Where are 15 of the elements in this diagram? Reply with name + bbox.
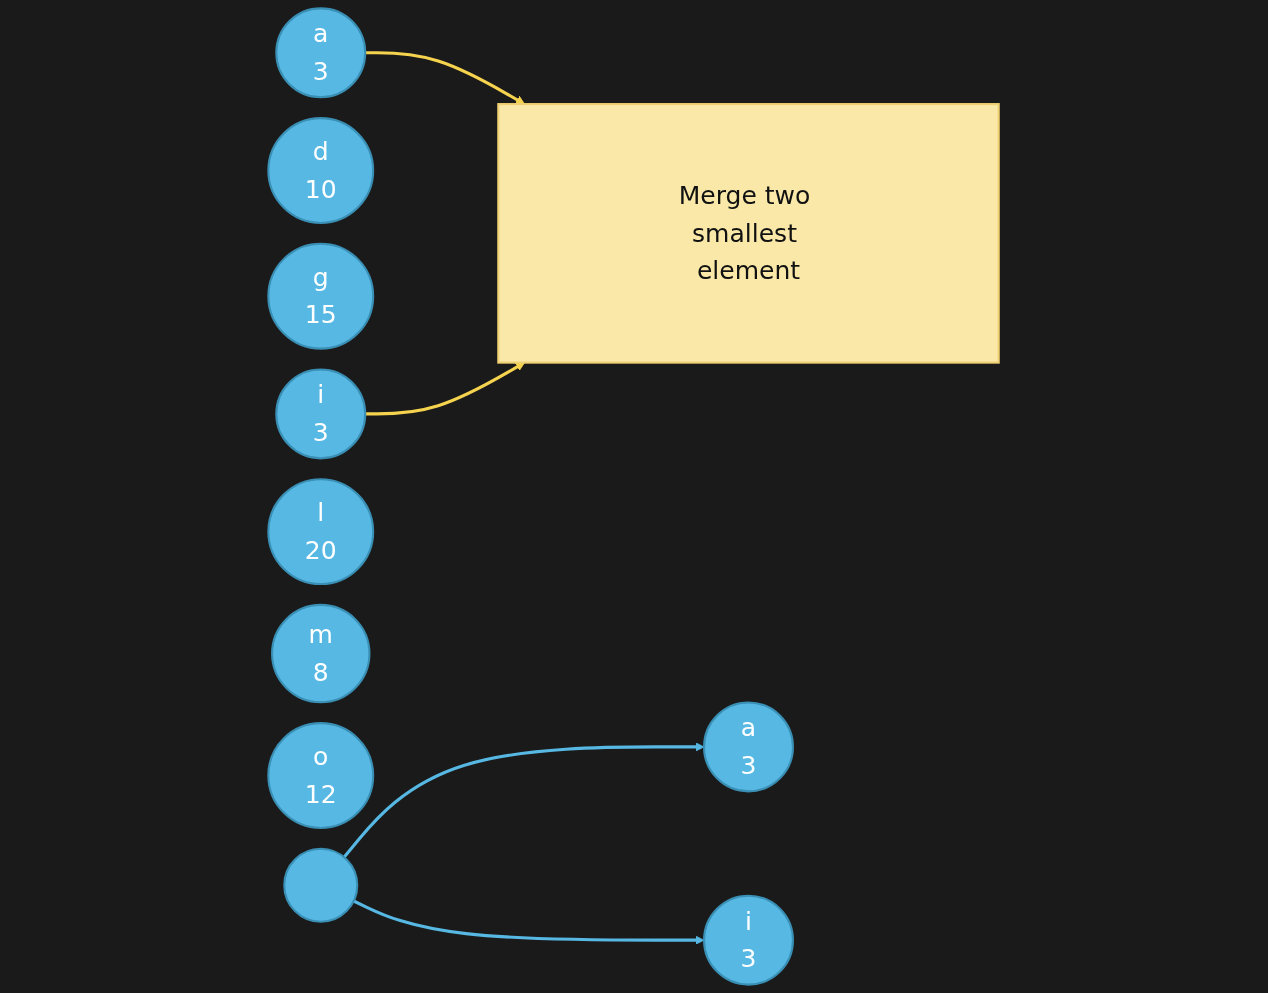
node-box: Merge two smallest element [497,103,1001,364]
node-circle: o 12 [267,722,375,829]
node-circle: g 15 [267,242,375,350]
arrow [365,362,526,416]
arrow [365,51,526,105]
arrow [353,899,705,945]
arrow [343,742,705,859]
node-circle: m 8 [271,603,371,704]
node-circle: d 10 [267,117,375,224]
node-circle: i 3 [275,368,367,460]
node-circle [283,847,359,923]
node-circle: a 3 [703,701,795,793]
node-circle: l 20 [267,478,375,586]
node-circle: a 3 [275,7,367,99]
node-circle: i 3 [703,894,795,986]
